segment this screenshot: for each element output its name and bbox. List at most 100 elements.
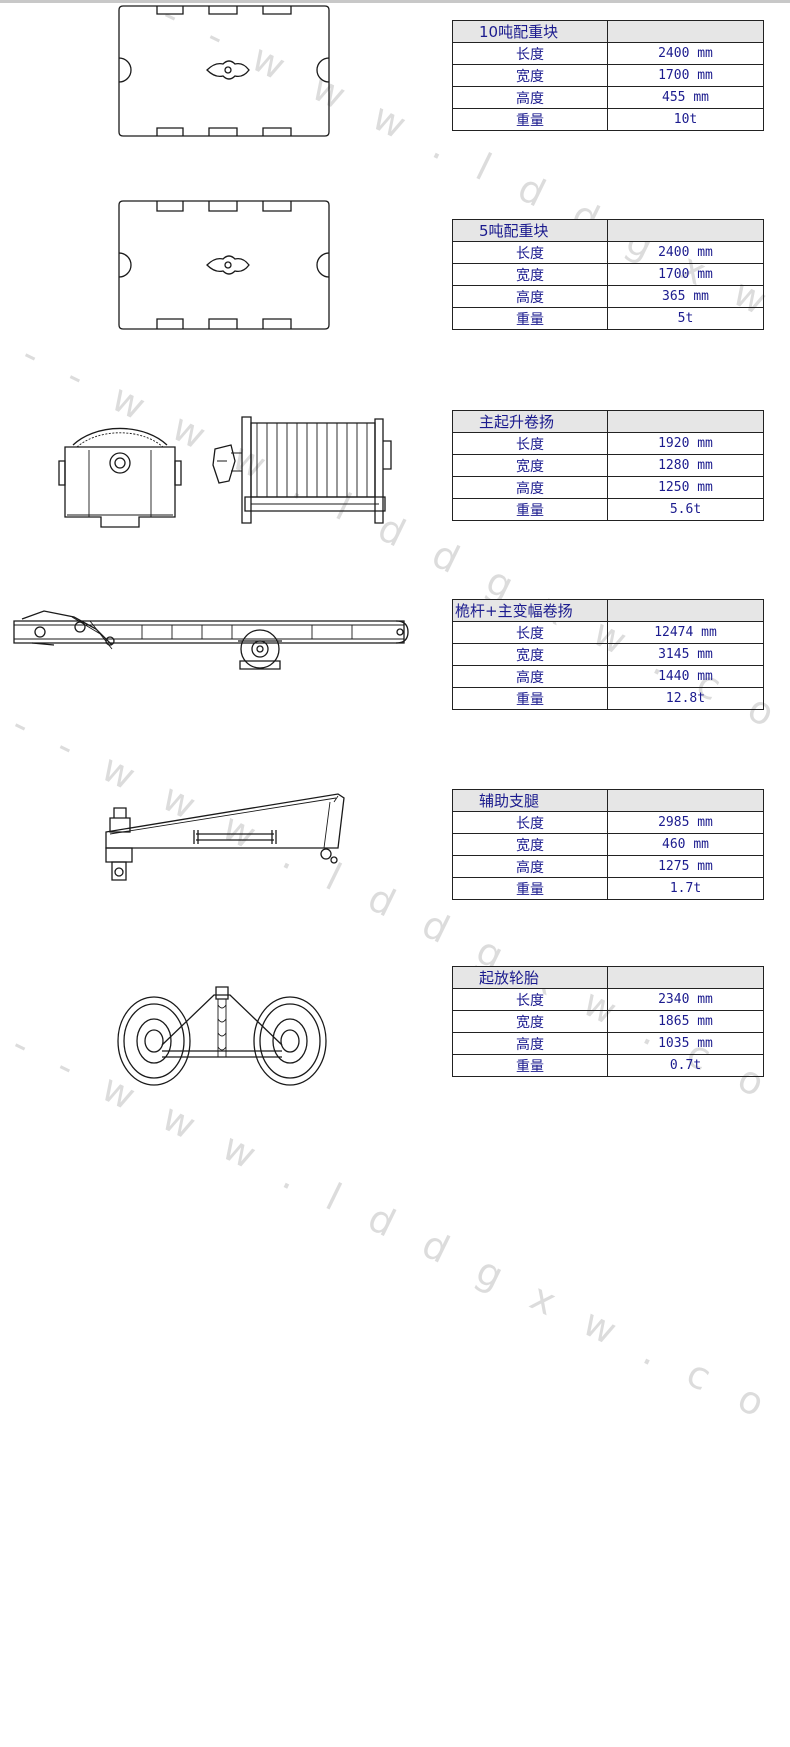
- header-blank-cell: [607, 219, 764, 242]
- row-label: 宽度: [452, 454, 608, 477]
- row-value: 2985 mm: [607, 811, 764, 834]
- row-label: 长度: [452, 811, 608, 834]
- row-label: 重量: [452, 1054, 608, 1077]
- row-label: 高度: [452, 855, 608, 878]
- header-blank-cell: [607, 20, 764, 43]
- row-label: 重量: [452, 108, 608, 131]
- row-value: 365 mm: [607, 285, 764, 308]
- row-label: 重量: [452, 687, 608, 710]
- table-header-row: 10吨配重块: [452, 20, 764, 43]
- row-label: 重量: [452, 307, 608, 330]
- row-value: 2400 mm: [607, 42, 764, 65]
- row-value: 1250 mm: [607, 476, 764, 499]
- row-value: 1865 mm: [607, 1010, 764, 1033]
- row-value: 460 mm: [607, 833, 764, 856]
- counterweight-10t-drawing: [117, 4, 331, 138]
- row-value: 1280 mm: [607, 454, 764, 477]
- table-header-row: 主起升卷扬: [452, 410, 764, 433]
- row-label: 重量: [452, 498, 608, 521]
- header-blank-cell: [607, 966, 764, 989]
- row-value: 1700 mm: [607, 263, 764, 286]
- row-value: 1440 mm: [607, 665, 764, 688]
- row-value: 12474 mm: [607, 621, 764, 644]
- table-title: 主起升卷扬: [452, 410, 608, 433]
- row-label: 高度: [452, 665, 608, 688]
- row-value: 1035 mm: [607, 1032, 764, 1055]
- row-label: 重量: [452, 877, 608, 900]
- table-title: 5吨配重块: [452, 219, 608, 242]
- table-title: 桅杆+主变幅卷扬: [452, 599, 608, 622]
- row-value: 1.7t: [607, 877, 764, 900]
- row-value: 2340 mm: [607, 988, 764, 1011]
- row-value: 455 mm: [607, 86, 764, 109]
- table-header-row: 桅杆+主变幅卷扬: [452, 599, 764, 622]
- table-title: 辅助支腿: [452, 789, 608, 812]
- auxiliary-outrigger-drawing: [98, 788, 354, 892]
- table-header-row: 5吨配重块: [452, 219, 764, 242]
- row-value: 10t: [607, 108, 764, 131]
- main-hoist-winch-drawing: [55, 405, 395, 530]
- row-value: 5.6t: [607, 498, 764, 521]
- row-label: 高度: [452, 1032, 608, 1055]
- mast-luffing-winch-drawing: [12, 605, 412, 675]
- row-value: 5t: [607, 307, 764, 330]
- row-value: 3145 mm: [607, 643, 764, 666]
- table-header-row: 辅助支腿: [452, 789, 764, 812]
- row-label: 宽度: [452, 64, 608, 87]
- header-blank-cell: [607, 599, 764, 622]
- row-label: 宽度: [452, 263, 608, 286]
- row-value: 12.8t: [607, 687, 764, 710]
- row-value: 1920 mm: [607, 432, 764, 455]
- table-title: 10吨配重块: [452, 20, 608, 43]
- row-label: 宽度: [452, 643, 608, 666]
- table-header-row: 起放轮胎: [452, 966, 764, 989]
- row-value: 1700 mm: [607, 64, 764, 87]
- row-label: 高度: [452, 476, 608, 499]
- erection-tires-drawing: [114, 985, 334, 1094]
- header-blank-cell: [607, 410, 764, 433]
- row-label: 宽度: [452, 1010, 608, 1033]
- header-blank-cell: [607, 789, 764, 812]
- row-label: 长度: [452, 988, 608, 1011]
- row-label: 宽度: [452, 833, 608, 856]
- row-label: 高度: [452, 285, 608, 308]
- watermark: - - - w w w . l d d g x w . c o m - - - …: [0, 1000, 790, 1747]
- row-label: 长度: [452, 241, 608, 264]
- row-label: 长度: [452, 621, 608, 644]
- row-value: 2400 mm: [607, 241, 764, 264]
- row-value: 1275 mm: [607, 855, 764, 878]
- row-label: 长度: [452, 42, 608, 65]
- counterweight-5t-drawing: [117, 199, 331, 333]
- row-label: 长度: [452, 432, 608, 455]
- table-title: 起放轮胎: [452, 966, 608, 989]
- top-border: [0, 0, 790, 3]
